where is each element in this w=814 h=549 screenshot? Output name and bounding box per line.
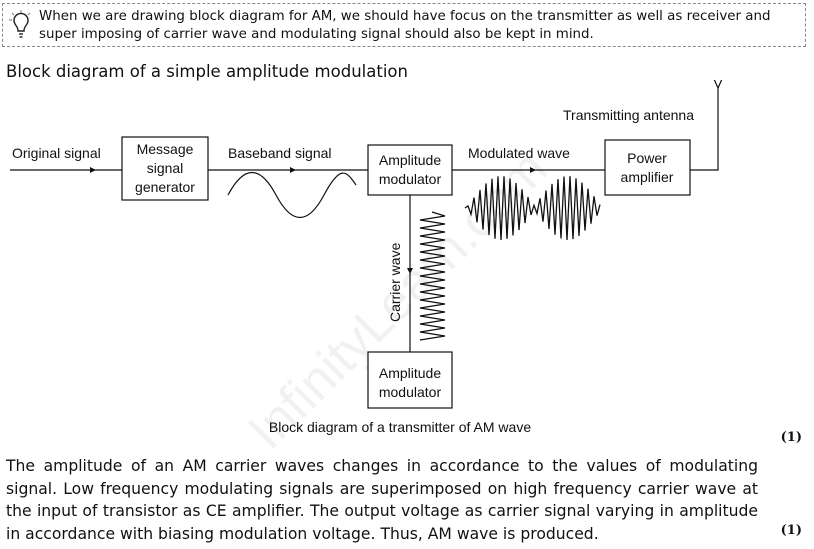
label-amplifier: amplifier (621, 169, 674, 185)
note-text: When we are drawing block diagram for AM… (39, 9, 771, 42)
answer-paragraph: The amplitude of an AM carrier waves cha… (6, 457, 758, 543)
label-signal: signal (147, 160, 184, 176)
baseband-sine-wave (227, 171, 357, 219)
label-modulated-wave: Modulated wave (468, 145, 570, 161)
power-amplifier-box (604, 139, 691, 196)
label-amplitude-bottom: Amplitude (379, 365, 441, 381)
arrow-icon (90, 167, 96, 173)
label-generator: generator (135, 179, 195, 195)
lightbulb-icon (9, 10, 31, 38)
label-carrier-wave: Carrier wave (387, 242, 403, 322)
mark-label: (1) (780, 523, 802, 538)
amplitude-modulator-box (367, 144, 453, 196)
message-generator-box (121, 136, 209, 201)
label-baseband: Baseband signal (228, 145, 332, 161)
label-antenna: Transmitting antenna (563, 107, 694, 123)
arrow-icon (530, 167, 536, 173)
label-original-signal: Original signal (12, 145, 101, 161)
label-power: Power (627, 150, 667, 166)
amplitude-modulator-bottom-box (367, 351, 453, 409)
diagram-caption: Block diagram of a transmitter of AM wav… (269, 419, 531, 435)
mark-label: (1) (780, 430, 802, 445)
tip-note: When we are drawing block diagram for AM… (2, 3, 806, 47)
arrow-icon (407, 268, 413, 274)
label-message: Message (137, 141, 194, 157)
label-modulator-bottom: modulator (379, 384, 442, 400)
carrier-zigzag (419, 211, 446, 341)
antenna-icon (713, 80, 723, 90)
modulated-wave (464, 176, 601, 241)
section-heading: Block diagram of a simple amplitude modu… (6, 62, 408, 81)
antenna-feed-line (690, 88, 719, 171)
arrow-icon (290, 167, 296, 173)
label-amplitude: Amplitude (379, 152, 441, 168)
label-modulator: modulator (379, 171, 442, 187)
am-transmitter-diagram: Original signal Message signal generator… (10, 80, 723, 435)
